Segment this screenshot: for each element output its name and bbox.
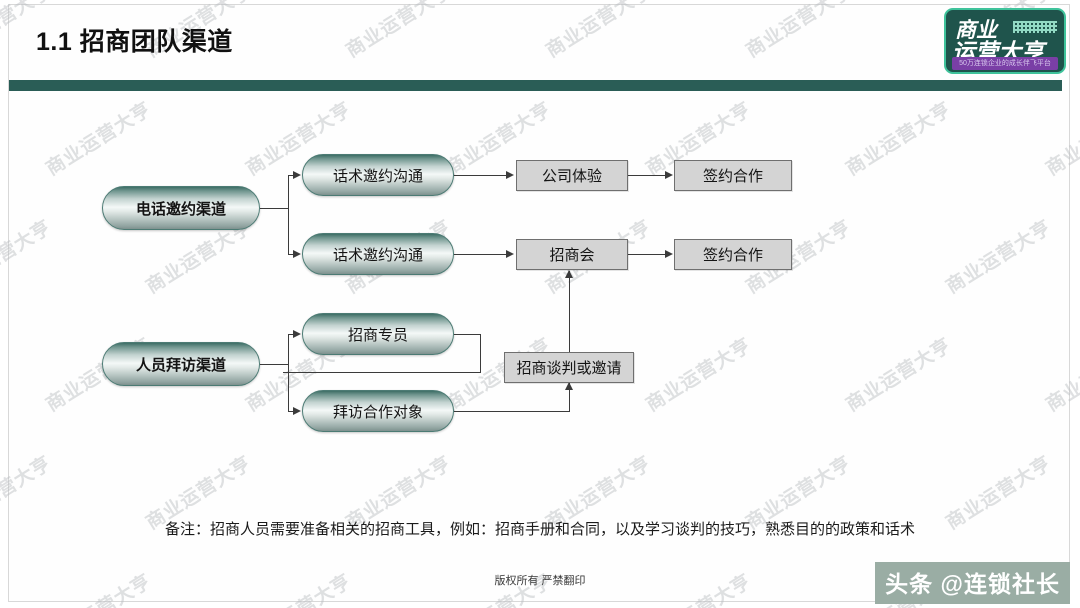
header-divider <box>9 80 1062 91</box>
edge-script-bottom-to-fair <box>454 254 507 255</box>
edge-phone-branch-vertical <box>288 175 289 254</box>
node-company-experience[interactable]: 公司体验 <box>516 160 628 191</box>
edge-negotiation-to-fair <box>569 271 570 352</box>
slide-frame <box>8 4 1070 602</box>
node-label: 招商会 <box>549 247 595 264</box>
logo-dots-decoration <box>1013 21 1057 33</box>
node-label: 话术邀约沟通 <box>332 167 423 185</box>
edge-script-top-to-company <box>454 175 507 176</box>
arrowhead-to-sign-top <box>665 171 673 179</box>
node-investment-fair[interactable]: 招商会 <box>516 239 628 270</box>
edge-partner-target-out <box>454 411 569 412</box>
node-sign-cooperation-top[interactable]: 签约合作 <box>674 160 792 191</box>
logo-line1: 商业 <box>955 19 997 42</box>
edge-specialist-out <box>454 334 480 335</box>
edge-phone-to-script-top <box>288 175 294 176</box>
arrowhead-to-negotiation <box>565 382 573 390</box>
footer-note: 备注：招商人员需要准备相关的招商工具，例如：招商手册和合同，以及学习谈判的技巧，… <box>164 521 915 538</box>
edge-visit-to-partner-target <box>288 411 294 412</box>
node-label: 话术邀约沟通 <box>332 246 423 264</box>
arrowhead-to-investment-fair <box>506 250 514 258</box>
edge-phone-to-branch <box>260 208 288 209</box>
node-label: 公司体验 <box>541 168 602 185</box>
edge-phone-to-script-bottom <box>288 254 294 255</box>
node-label: 拜访合作对象 <box>332 403 423 421</box>
arrowhead-to-partner-target <box>293 407 301 415</box>
arrowhead-negotiation-to-fair <box>565 270 573 278</box>
node-personnel-visit-channel[interactable]: 人员拜访渠道 <box>102 342 260 386</box>
node-script-invite-communication-top[interactable]: 话术邀约沟通 <box>302 154 454 196</box>
edge-specialist-down <box>480 334 481 373</box>
arrowhead-to-script-bottom <box>293 250 301 258</box>
node-label: 招商专员 <box>347 326 408 344</box>
edge-fair-to-sign-bottom <box>628 254 666 255</box>
edge-visit-to-branch <box>260 364 288 365</box>
copyright-text: 版权所有 严禁翻印 <box>494 575 586 587</box>
edge-visit-to-specialist <box>288 334 294 335</box>
arrowhead-to-company-experience <box>506 171 514 179</box>
edge-specialist-return <box>283 372 481 373</box>
node-label: 签约合作 <box>702 247 763 264</box>
arrowhead-to-specialist <box>293 330 301 338</box>
attribution-badge: 头条 @连锁社长 <box>875 562 1070 604</box>
node-label: 签约合作 <box>702 168 763 185</box>
node-phone-invite-channel[interactable]: 电话邀约渠道 <box>102 186 260 230</box>
node-negotiation-or-invitation[interactable]: 招商谈判或邀请 <box>504 352 634 383</box>
node-sign-cooperation-bottom[interactable]: 签约合作 <box>674 239 792 270</box>
arrowhead-to-sign-bottom <box>665 250 673 258</box>
edge-company-to-sign-top <box>628 175 666 176</box>
page-title: 1.1 招商团队渠道 <box>36 28 233 56</box>
logo-subtitle: 50万连锁企业的成长伴飞平台 <box>952 57 1058 70</box>
node-visit-partner-target[interactable]: 拜访合作对象 <box>302 390 454 432</box>
node-label: 招商谈判或邀请 <box>516 360 622 377</box>
node-label: 电话邀约渠道 <box>135 200 226 218</box>
brand-logo: 商业 运营大亨 50万连锁企业的成长伴飞平台 <box>944 8 1066 74</box>
arrowhead-to-script-top <box>293 171 301 179</box>
node-investment-specialist[interactable]: 招商专员 <box>302 313 454 355</box>
node-script-invite-communication-bottom[interactable]: 话术邀约沟通 <box>302 233 454 275</box>
node-label: 人员拜访渠道 <box>135 356 226 374</box>
edge-partner-target-up <box>569 383 570 412</box>
